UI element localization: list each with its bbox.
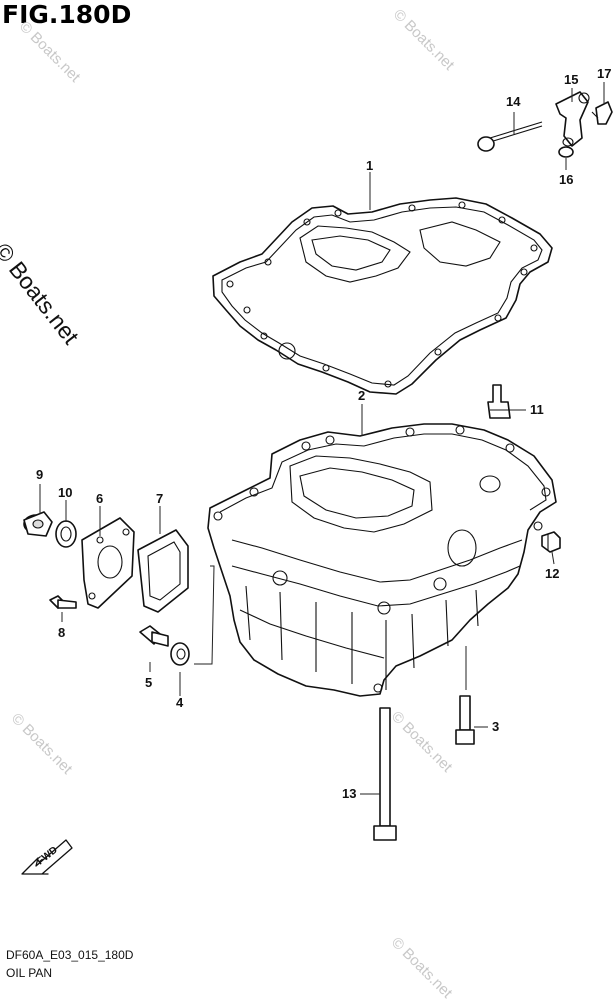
figure-title: FIG.180D bbox=[2, 0, 132, 29]
callout-5: 5 bbox=[145, 675, 152, 690]
fitting-part-11 bbox=[487, 384, 511, 419]
washer-part-4 bbox=[170, 642, 190, 666]
plug-part-9 bbox=[23, 511, 53, 537]
callout-8: 8 bbox=[58, 625, 65, 640]
callout-16: 16 bbox=[559, 172, 573, 187]
fwd-arrow: FWD bbox=[21, 839, 73, 875]
callout-17: 17 bbox=[597, 66, 611, 81]
washer-part-10 bbox=[55, 520, 77, 548]
callout-1: 1 bbox=[366, 158, 373, 173]
bolt-part-13 bbox=[373, 707, 397, 841]
callout-6: 6 bbox=[96, 491, 103, 506]
oil-pan-part-2 bbox=[207, 423, 557, 697]
plug-part-12 bbox=[541, 531, 561, 553]
callout-11: 11 bbox=[530, 402, 544, 417]
bolt-part-3 bbox=[455, 695, 475, 745]
callout-9: 9 bbox=[36, 467, 43, 482]
gasket-part-7 bbox=[137, 529, 189, 613]
callout-10: 10 bbox=[58, 485, 72, 500]
callout-4: 4 bbox=[176, 695, 184, 710]
callout-13: 13 bbox=[342, 786, 356, 801]
dipstick-part-14 bbox=[477, 121, 543, 152]
leader-lines bbox=[39, 82, 605, 795]
figure-caption: OIL PAN bbox=[6, 966, 53, 980]
callout-7: 7 bbox=[156, 491, 163, 506]
bolt-part-5 bbox=[139, 625, 169, 647]
gasket-part-1 bbox=[212, 197, 553, 395]
o-ring-part-16 bbox=[558, 146, 574, 158]
callout-15: 15 bbox=[564, 72, 578, 87]
callout-14: 14 bbox=[506, 94, 521, 109]
figure-code: DF60A_E03_015_180D bbox=[6, 948, 134, 962]
callout-3: 3 bbox=[492, 719, 499, 734]
bolt-part-8 bbox=[49, 595, 77, 609]
callout-12: 12 bbox=[545, 566, 559, 581]
callout-2: 2 bbox=[358, 388, 365, 403]
tube-part-15 bbox=[555, 91, 590, 147]
bolt-part-17 bbox=[591, 101, 613, 125]
cover-part-6 bbox=[81, 517, 135, 609]
